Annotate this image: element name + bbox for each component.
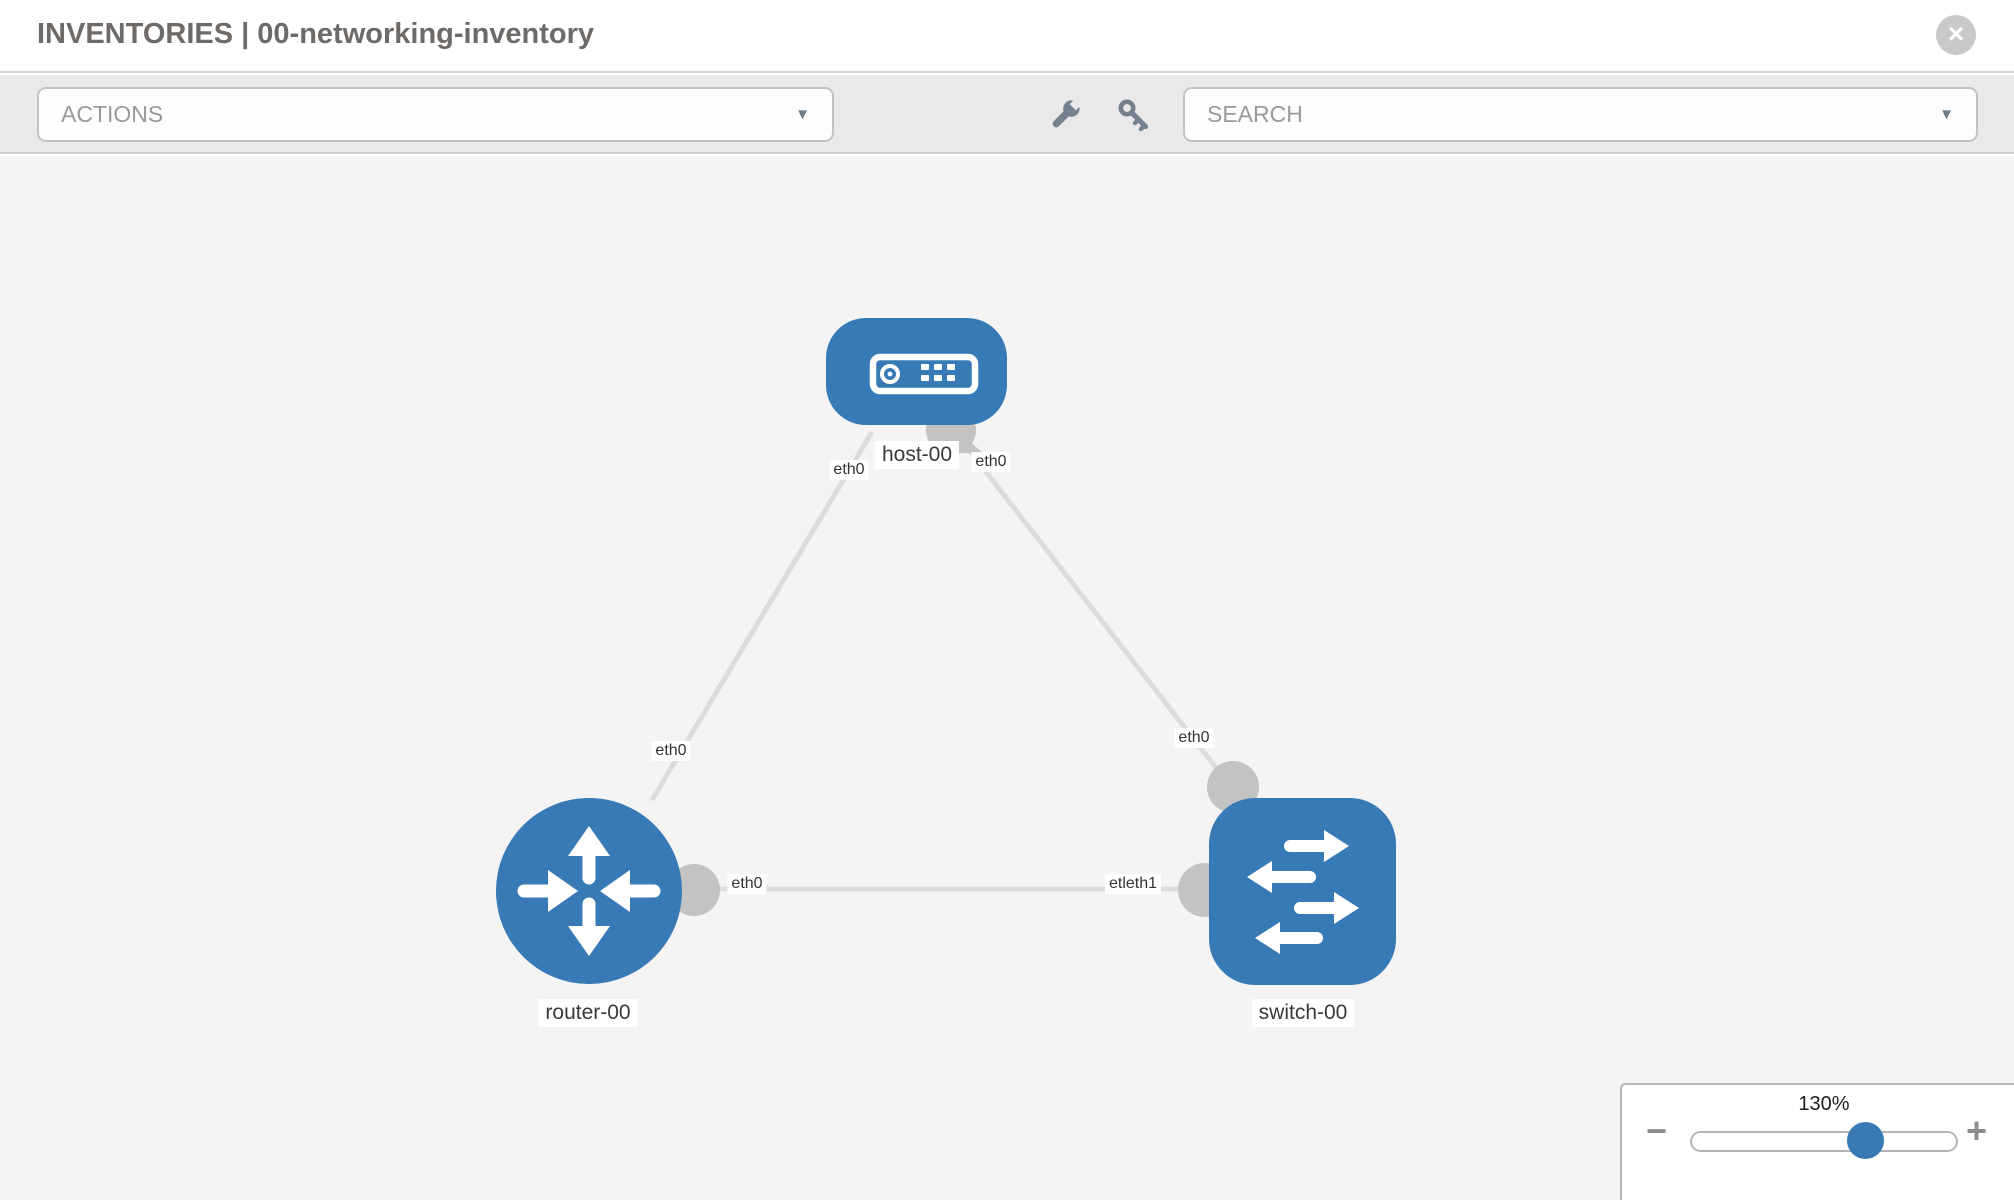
zoom-slider-thumb[interactable] — [1847, 1122, 1884, 1159]
close-icon[interactable]: × — [1936, 15, 1976, 55]
router-icon — [517, 826, 661, 956]
header: INVENTORIES | 00-networking-inventory × — [0, 0, 2014, 73]
interface-label: etleth1 — [1104, 874, 1162, 894]
links — [649, 430, 1233, 892]
switch-icon — [1247, 830, 1359, 954]
node-label-router: router-00 — [538, 999, 638, 1027]
interface-label: eth0 — [829, 460, 869, 480]
toolbar: ACTIONS ▼ SEARCH ▼ — [0, 75, 2014, 154]
node-label-switch: switch-00 — [1251, 999, 1355, 1027]
interface-label: eth0 — [971, 452, 1011, 472]
wrench-icon[interactable] — [1047, 97, 1083, 133]
node-host[interactable] — [826, 318, 1007, 425]
link-host-switch — [953, 430, 1233, 789]
search-placeholder: SEARCH — [1207, 101, 1303, 127]
node-switch[interactable] — [1209, 798, 1396, 985]
actions-dropdown[interactable]: ACTIONS ▼ — [37, 87, 834, 142]
zoom-control-panel: 130% − + — [1620, 1083, 2014, 1200]
interface-label: eth0 — [651, 741, 691, 761]
node-router[interactable] — [496, 798, 682, 984]
zoom-in-button[interactable]: + — [1966, 1110, 1988, 1151]
node-label-host: host-00 — [874, 441, 960, 469]
chevron-down-icon: ▼ — [795, 106, 810, 123]
topology-canvas[interactable] — [0, 156, 2014, 1200]
interface-label: eth0 — [1174, 728, 1214, 748]
link-host-router — [649, 430, 875, 802]
key-icon[interactable] — [1116, 97, 1152, 133]
interface-ports — [668, 405, 1259, 917]
page-title: INVENTORIES | 00-networking-inventory — [37, 18, 595, 50]
interface-label: eth0 — [727, 874, 767, 894]
search-dropdown[interactable]: SEARCH ▼ — [1183, 87, 1978, 142]
chevron-down-icon: ▼ — [1939, 106, 1954, 123]
zoom-level: 130% — [1798, 1093, 1850, 1115]
zoom-slider-track[interactable] — [1690, 1131, 1958, 1152]
host-icon — [921, 364, 955, 381]
actions-dropdown-label: ACTIONS — [61, 101, 164, 127]
zoom-out-button[interactable]: − — [1646, 1110, 1668, 1151]
